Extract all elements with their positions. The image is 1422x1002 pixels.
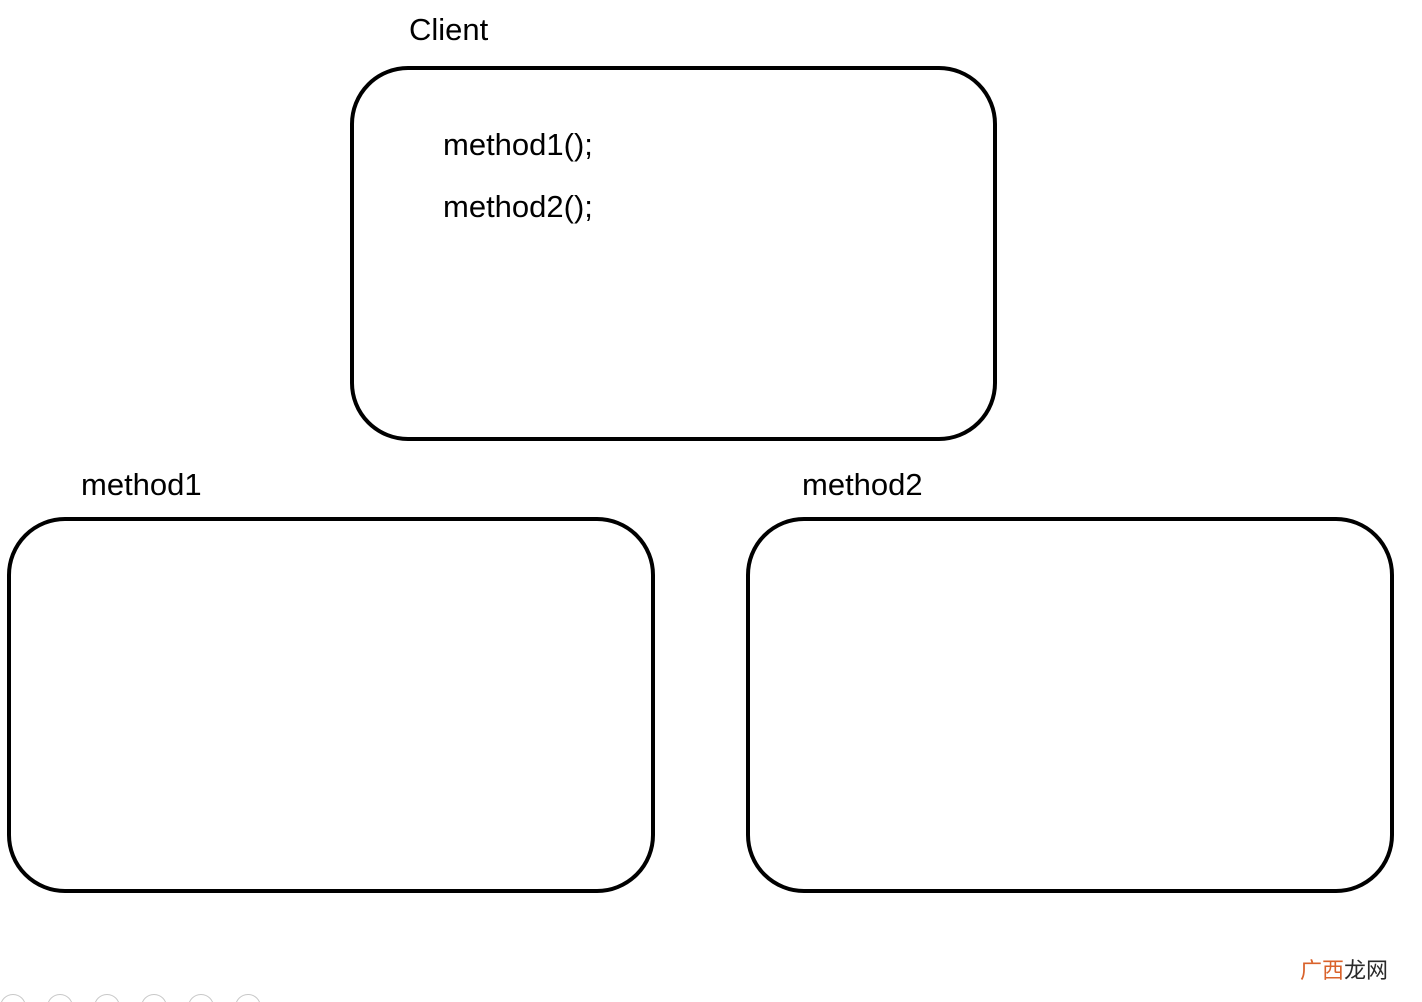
watermark-part-2: 龙网 <box>1343 959 1388 984</box>
watermark-part-1: 广西 <box>1299 959 1344 984</box>
method2-call: method2(); <box>443 189 593 224</box>
nav-dot[interactable] <box>0 994 26 1002</box>
method1-call: method1(); <box>443 127 593 162</box>
nav-dot[interactable] <box>141 994 167 1002</box>
method2-box <box>746 517 1394 893</box>
method1-box <box>7 517 655 893</box>
nav-dot[interactable] <box>94 994 120 1002</box>
watermark-logo: 广西龙网 <box>1300 957 1388 987</box>
method1-label: method1 <box>81 467 202 502</box>
client-label: Client <box>409 12 489 47</box>
slide-nav-dots <box>0 994 280 1002</box>
nav-dot[interactable] <box>47 994 73 1002</box>
nav-dot[interactable] <box>188 994 214 1002</box>
method2-label: method2 <box>802 467 923 502</box>
client-box: method1(); method2(); <box>350 66 997 441</box>
nav-dot[interactable] <box>235 994 261 1002</box>
